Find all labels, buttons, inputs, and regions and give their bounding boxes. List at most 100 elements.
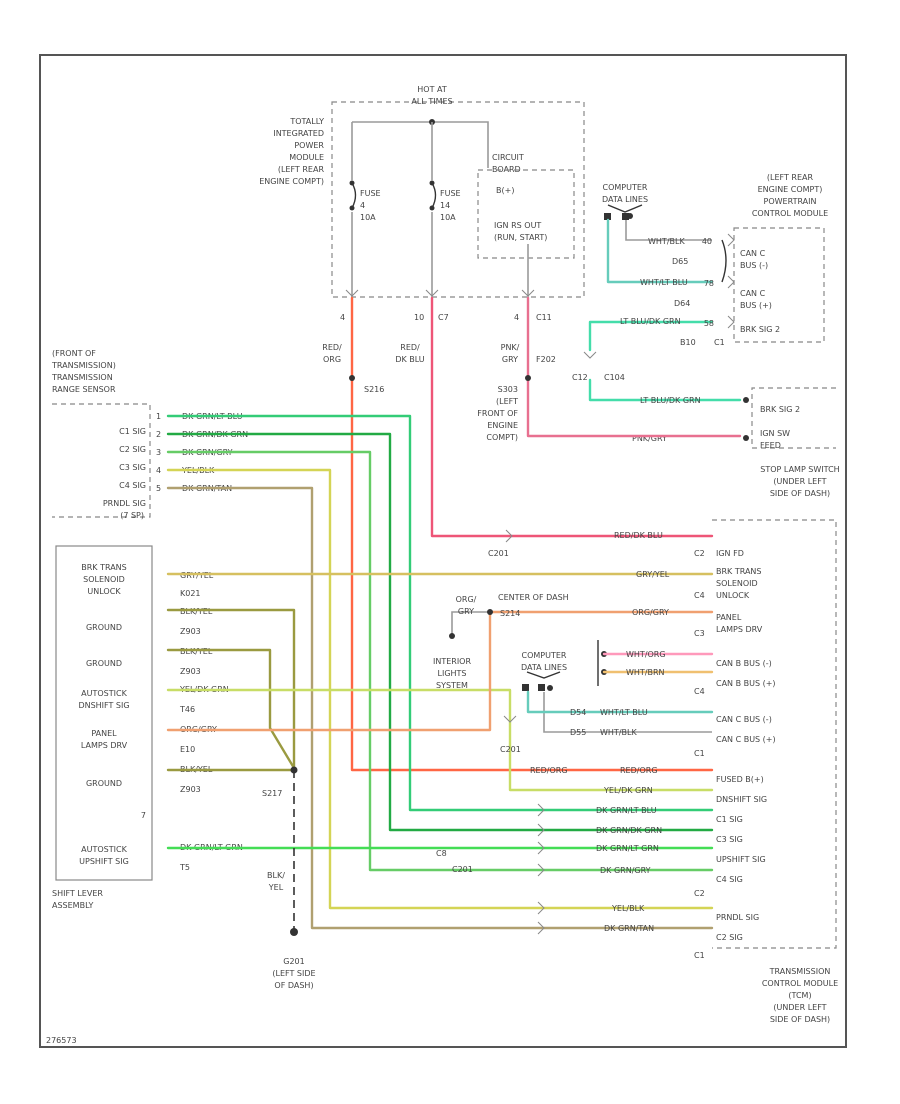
tcm-panel-1: LAMPS DRV [716, 625, 763, 634]
sl-title-0: SHIFT LEVER [52, 889, 103, 898]
mid-dk-grn-lt-blu: DK GRN/LT BLU [596, 806, 657, 815]
tcm-c2sig: C2 SIG [716, 933, 743, 942]
tcm-c4-b: C4 [694, 687, 705, 696]
pcm-title-3: CONTROL MODULE [752, 209, 828, 218]
mid-data-0: COMPUTER [522, 651, 567, 660]
tipm-all-times: ALL TIMES [411, 97, 452, 106]
s303-loc-1: FRONT OF [477, 409, 518, 418]
range-sensor-title-3: RANGE SENSOR [52, 385, 116, 394]
range-c1-sig: C1 SIG [119, 427, 146, 436]
tipm-title: TOTALLY INTEGRATED POWER MODULE (LEFT RE… [259, 117, 324, 186]
fuse-4-symbol [351, 182, 357, 209]
pcm-pins [727, 233, 735, 329]
data-lines-top-0: COMPUTER [603, 183, 648, 192]
g201-label-2: OF DASH) [274, 981, 313, 990]
circuit-board-b-plus: B(+) [496, 186, 514, 195]
fuse-4-label: FUSE [360, 189, 381, 198]
wire-dk-grn-tan [166, 486, 714, 930]
sl-brk-0: BRK TRANS [81, 563, 127, 572]
sl-autostick-up-1: UPSHIFT SIG [79, 857, 129, 866]
sl-panel-0: PANEL [91, 729, 117, 738]
wire-wht-blk-mid [543, 692, 712, 733]
wire-wht-lt-blu-top [606, 218, 714, 284]
tcm-title-3: (UNDER LEFT [773, 1003, 826, 1012]
circuit-board-label-0: CIRCUIT [492, 153, 524, 162]
sl-autostick-up-0: AUTOSTICK [81, 845, 127, 854]
wire-blk-yel-1 [166, 608, 296, 772]
tcm-ign-fd: IGN FD [716, 549, 744, 558]
pcm-can-c-plus-0: CAN C [740, 289, 766, 298]
tipm-pin-b-label: 10 [414, 313, 424, 322]
wire-dk-grn-lt-blu [166, 414, 714, 812]
wire-lt-blu-dk-grn-top [588, 320, 714, 352]
stop-lamp-wire-pnk: PNK/GRY [632, 434, 667, 443]
stop-lamp-title-1: (UNDER LEFT [773, 477, 826, 486]
c12-label: C12 [572, 373, 588, 382]
f202-node [525, 375, 531, 381]
pcm-conn: C1 [714, 338, 725, 347]
mid-org-1: GRY [458, 607, 474, 616]
tcm-can-c-minus: CAN C BUS (-) [716, 715, 772, 724]
tipm-pin-a-label: 4 [340, 313, 345, 322]
mid-d55: D55 [570, 728, 586, 737]
range-sensor-title-2: TRANSMISSION [51, 373, 113, 382]
mid-data-node [547, 685, 553, 691]
tipm-box [331, 101, 585, 298]
pcm-brk-sig2: BRK SIG 2 [740, 325, 780, 334]
tipm-pin-b [425, 289, 439, 297]
sl-circ-6: Z903 [180, 785, 201, 794]
pcm-box [733, 227, 825, 343]
data-lines-top-bracket [607, 204, 643, 213]
mid-dk-grn-gry: DK GRN/GRY [600, 866, 651, 875]
sl-circ-3: Z903 [180, 667, 201, 676]
range-pin-1: 1 [156, 412, 161, 421]
wire-wht-blk-top [625, 220, 712, 241]
ground-wire-label-0: BLK/ [267, 871, 285, 880]
mid-data-connector-1 [522, 684, 529, 691]
pcm-can-c-plus-1: BUS (+) [740, 301, 772, 310]
range-sensor-title: (FRONT OF TRANSMISSION) TRANSMISSION RAN… [51, 349, 116, 394]
ground-wire-label-1: YEL [268, 883, 284, 892]
ign-out-label-0: IGN RS OUT [494, 221, 541, 230]
g201-ground-icon [290, 928, 298, 936]
s216-label: S216 [364, 385, 384, 394]
sl-ground-2: GROUND [86, 659, 122, 668]
red-org-label-0: RED/ [322, 343, 342, 352]
wire-org-gry [166, 610, 714, 732]
tcm-labels: C2 IGN FD BRK TRANS SOLENOID UNLOCK C4 P… [694, 549, 776, 960]
stop-lamp-title-0: STOP LAMP SWITCH [760, 465, 839, 474]
tcm-title-0: TRANSMISSION [769, 967, 831, 976]
tipm-bus-bar [352, 121, 489, 168]
mid-red-dkblu: RED/DK BLU [614, 531, 663, 540]
tipm-pin-a [345, 289, 359, 297]
tcm-c3: C3 [694, 629, 705, 638]
sl-panel-1: LAMPS DRV [81, 741, 128, 750]
range-pin-4: 4 [156, 466, 161, 475]
stop-lamp-ign-0: IGN SW [760, 429, 790, 438]
tcm-fused-b: FUSED B(+) [716, 775, 764, 784]
wht-blk-label: WHT/BLK [648, 237, 685, 246]
tipm-pin-c [521, 289, 535, 297]
diagram-frame [39, 54, 847, 1048]
mid-wht-blk: WHT/BLK [600, 728, 637, 737]
interior-0: INTERIOR [433, 657, 472, 666]
tcm-c1-lbl: C1 [694, 749, 705, 758]
c201-pin-red [505, 529, 513, 543]
interior-1: LIGHTS [438, 669, 467, 678]
tcm-brk-2: UNLOCK [716, 591, 750, 600]
mid-center-dash: CENTER OF DASH [498, 593, 569, 602]
mid-s214: S214 [500, 609, 520, 618]
range-sensor-rows: C1 SIG C2 SIG C3 SIG C4 SIG PRNDL SIG (7… [103, 427, 146, 520]
range-sensor-title-0: (FRONT OF [52, 349, 96, 358]
sl-circ-1: K021 [180, 589, 201, 598]
wht-lt-blu-label: WHT/LT BLU [640, 278, 688, 287]
mid-dk-grn-tan: DK GRN/TAN [604, 924, 654, 933]
sl-ground-1: GROUND [86, 623, 122, 632]
shift-lever-box [55, 545, 153, 881]
pcm-pin-40: 40 [702, 237, 712, 246]
sl-circ-7: T5 [179, 863, 190, 872]
mid-c201c: C201 [452, 865, 473, 874]
c104-pin [583, 351, 597, 359]
stop-lamp-ign-1: FEED [760, 441, 781, 450]
